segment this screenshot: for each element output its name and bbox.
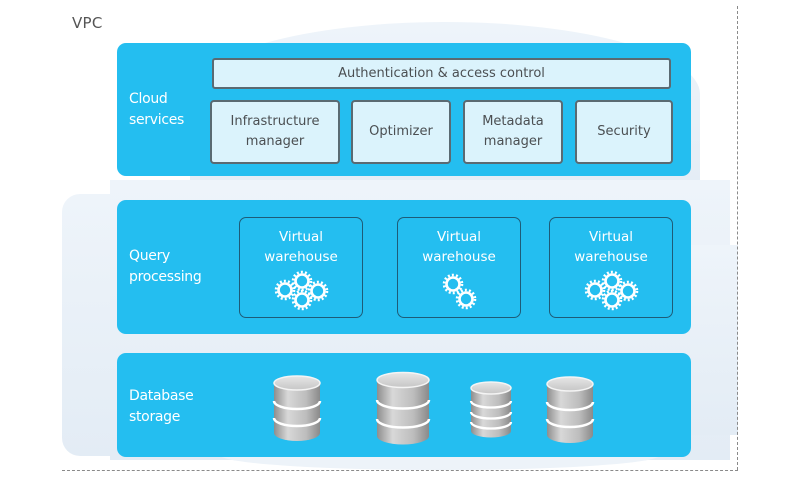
warehouse-label-line2: warehouse	[574, 249, 648, 265]
database-storage-label: Database storage	[129, 386, 194, 428]
database-storage-layer: Database storage	[117, 353, 691, 457]
warehouse-label-line1: Virtual	[588, 229, 634, 245]
vpc-boundary-bottom	[62, 470, 738, 471]
database-storage-label-line2: storage	[129, 409, 181, 425]
virtual-warehouse-3: Virtual warehouse	[549, 217, 673, 318]
service-label-line2: manager	[483, 134, 543, 149]
query-processing-label-line1: Query	[129, 248, 171, 264]
database-icon	[545, 376, 595, 443]
auth-access-control-box: Authentication & access control	[212, 58, 671, 89]
warehouse-label-line1: Virtual	[278, 229, 324, 245]
service-label-line1: Infrastructure	[230, 114, 320, 129]
warehouse-label-line2: warehouse	[422, 249, 496, 265]
service-box-security: Security	[575, 100, 673, 164]
cloud-services-label: Cloud services	[129, 89, 184, 131]
service-label-line2: manager	[245, 134, 305, 149]
cloud-services-layer: Cloud services Authentication & access c…	[117, 43, 691, 176]
warehouse-label-line1: Virtual	[436, 229, 482, 245]
auth-access-control-label: Authentication & access control	[338, 65, 545, 81]
vpc-boundary-right	[737, 6, 738, 470]
service-box-infrastructure-manager: Infrastructure manager	[210, 100, 340, 164]
database-icon	[272, 375, 322, 441]
service-box-optimizer: Optimizer	[351, 100, 451, 164]
service-label-line1: Optimizer	[369, 124, 433, 139]
service-label-line1: Metadata	[482, 114, 544, 129]
query-processing-label-line2: processing	[129, 269, 202, 285]
query-processing-label: Query processing	[129, 246, 202, 288]
warehouse-label-line2: warehouse	[264, 249, 338, 265]
virtual-warehouse-1: Virtual warehouse	[239, 217, 363, 318]
query-processing-layer: Query processing Virtual warehouse Virtu…	[117, 200, 691, 334]
vpc-label: VPC	[72, 14, 103, 32]
gears-icon	[584, 270, 639, 311]
virtual-warehouse-2: Virtual warehouse	[397, 217, 521, 318]
gears-icon	[442, 273, 477, 310]
cloud-services-label-line2: services	[129, 112, 185, 128]
gears-icon	[274, 270, 329, 311]
database-storage-label-line1: Database	[129, 388, 194, 404]
cloud-services-label-line1: Cloud	[129, 91, 168, 107]
service-label-line1: Security	[597, 124, 651, 139]
cloud-background-right	[690, 245, 738, 435]
database-icon	[375, 371, 431, 445]
service-box-metadata-manager: Metadata manager	[463, 100, 563, 164]
database-icon	[469, 381, 513, 438]
